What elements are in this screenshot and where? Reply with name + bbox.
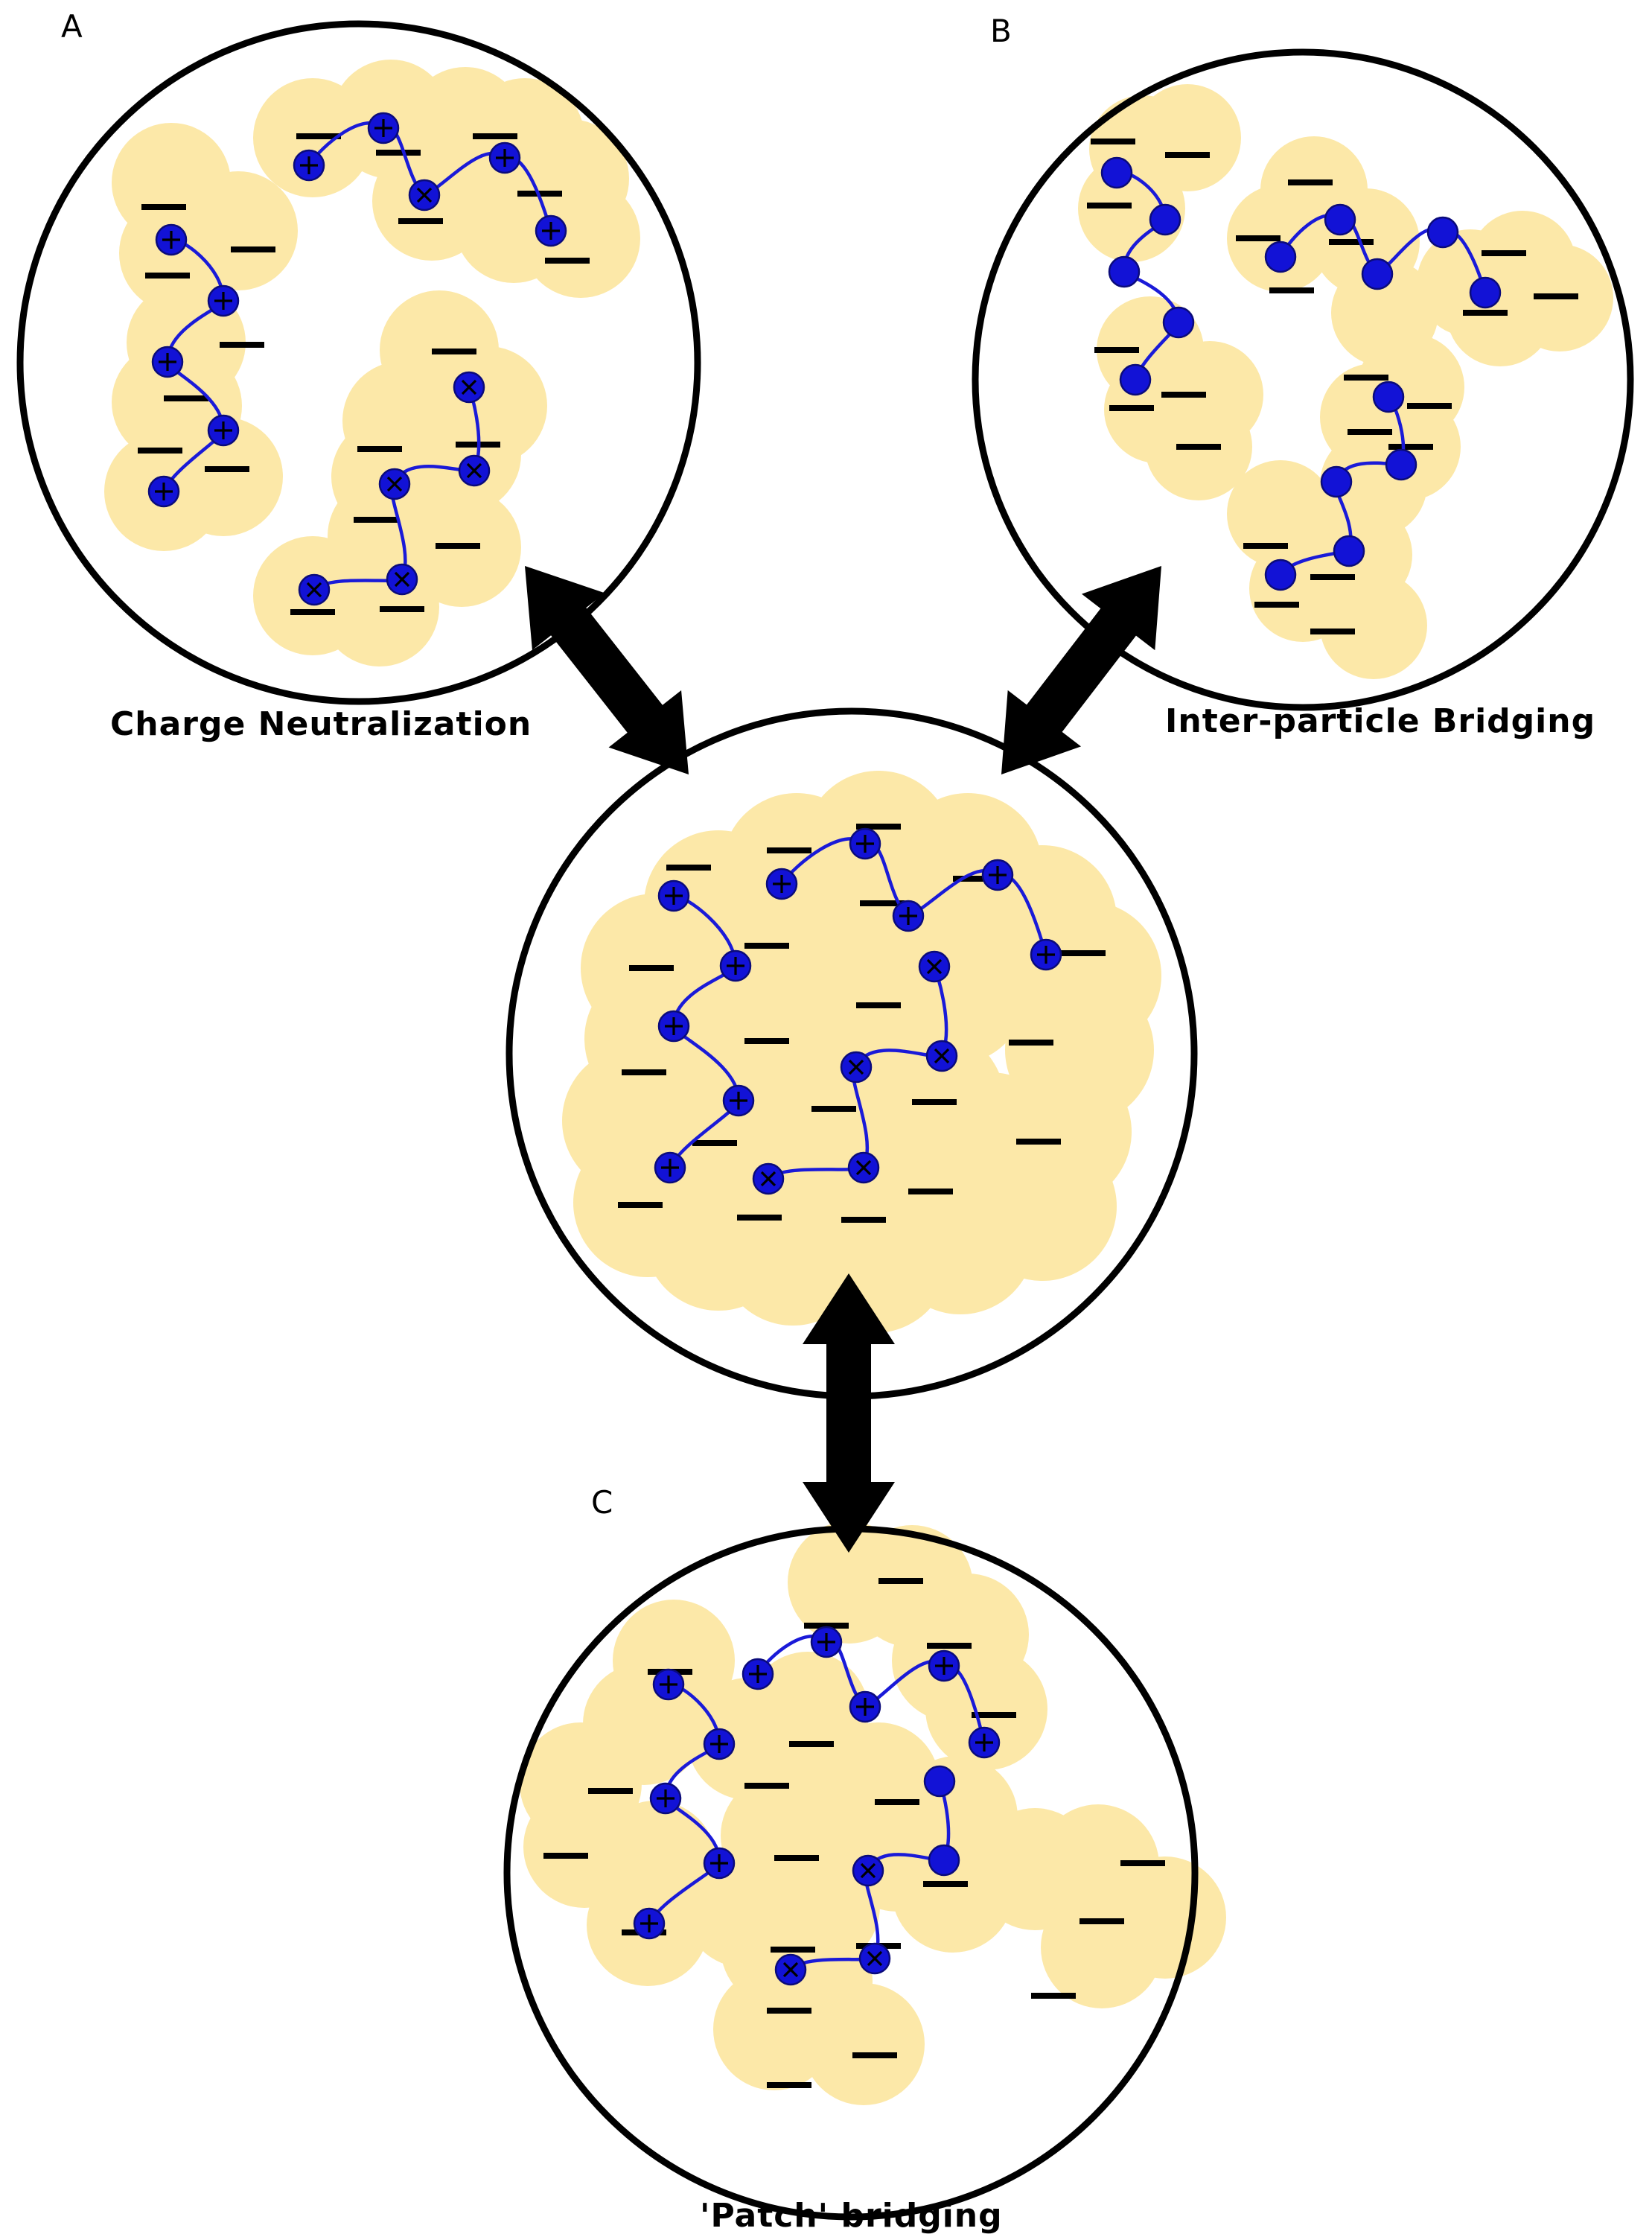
cross-mark [867, 1950, 883, 1967]
caption-charge-neutralization: Charge Neutralization [110, 705, 532, 743]
panel-circles [16, 20, 1634, 2221]
particle-blob [112, 343, 231, 462]
cross-mark [860, 1862, 876, 1879]
positive-bead-icon [1100, 156, 1133, 189]
positive-bead-icon [1320, 465, 1353, 498]
panel-circle-b [972, 48, 1634, 711]
positive-bead-icon [1426, 216, 1459, 249]
positive-bead-icon [1264, 241, 1297, 273]
particle-blob [1104, 1856, 1226, 1979]
cross-mark [855, 1159, 872, 1176]
double-arrow-icon [1001, 566, 1161, 774]
panel-label-a: A [61, 8, 83, 45]
caption-inter-particle-bridging: Inter-particle Bridging [1165, 702, 1595, 740]
positive-bead-icon [1333, 535, 1365, 567]
cross-mark [466, 462, 482, 479]
negative-charges [138, 133, 1578, 2088]
positive-bead-icon [923, 1765, 956, 1798]
cross-mark [416, 187, 433, 203]
cross-mark [934, 1048, 950, 1064]
positive-bead-icon [1108, 255, 1141, 288]
panel-label-b: B [990, 13, 1012, 49]
positive-bead-icon [1324, 203, 1356, 236]
positive-bead-icon [1372, 381, 1405, 413]
double-arrow-icon [525, 566, 689, 774]
cross-mark [848, 1059, 864, 1075]
polymer-chains [147, 112, 1502, 1986]
caption-patch-bridging: 'Patch' bridging [700, 2197, 1003, 2235]
colloid-particles [104, 60, 1613, 2105]
positive-bead-icon [1149, 203, 1181, 236]
particle-blob [878, 916, 1027, 1065]
positive-bead-icon [1162, 306, 1195, 339]
positive-bead-icon [928, 1844, 960, 1877]
cross-mark [394, 571, 410, 588]
particle-blob [618, 1020, 767, 1169]
cross-mark [386, 476, 403, 492]
cross-mark [306, 582, 322, 598]
positive-bead-icon [1385, 448, 1417, 481]
panel-circle-a [16, 20, 701, 705]
panel-label-c: C [591, 1484, 613, 1521]
cross-mark [926, 958, 943, 975]
positive-bead-icon [1264, 559, 1297, 591]
positive-bead-icon [1119, 363, 1152, 396]
cross-mark [461, 379, 477, 395]
cross-mark [760, 1171, 776, 1187]
particle-blob [342, 361, 462, 480]
positive-bead-icon [1469, 276, 1502, 309]
double-arrow-icon [803, 1273, 895, 1553]
positive-bead-icon [1361, 258, 1394, 290]
transition-arrows [525, 566, 1161, 1553]
particle-blob [916, 1072, 1065, 1221]
cross-mark [782, 1961, 799, 1978]
